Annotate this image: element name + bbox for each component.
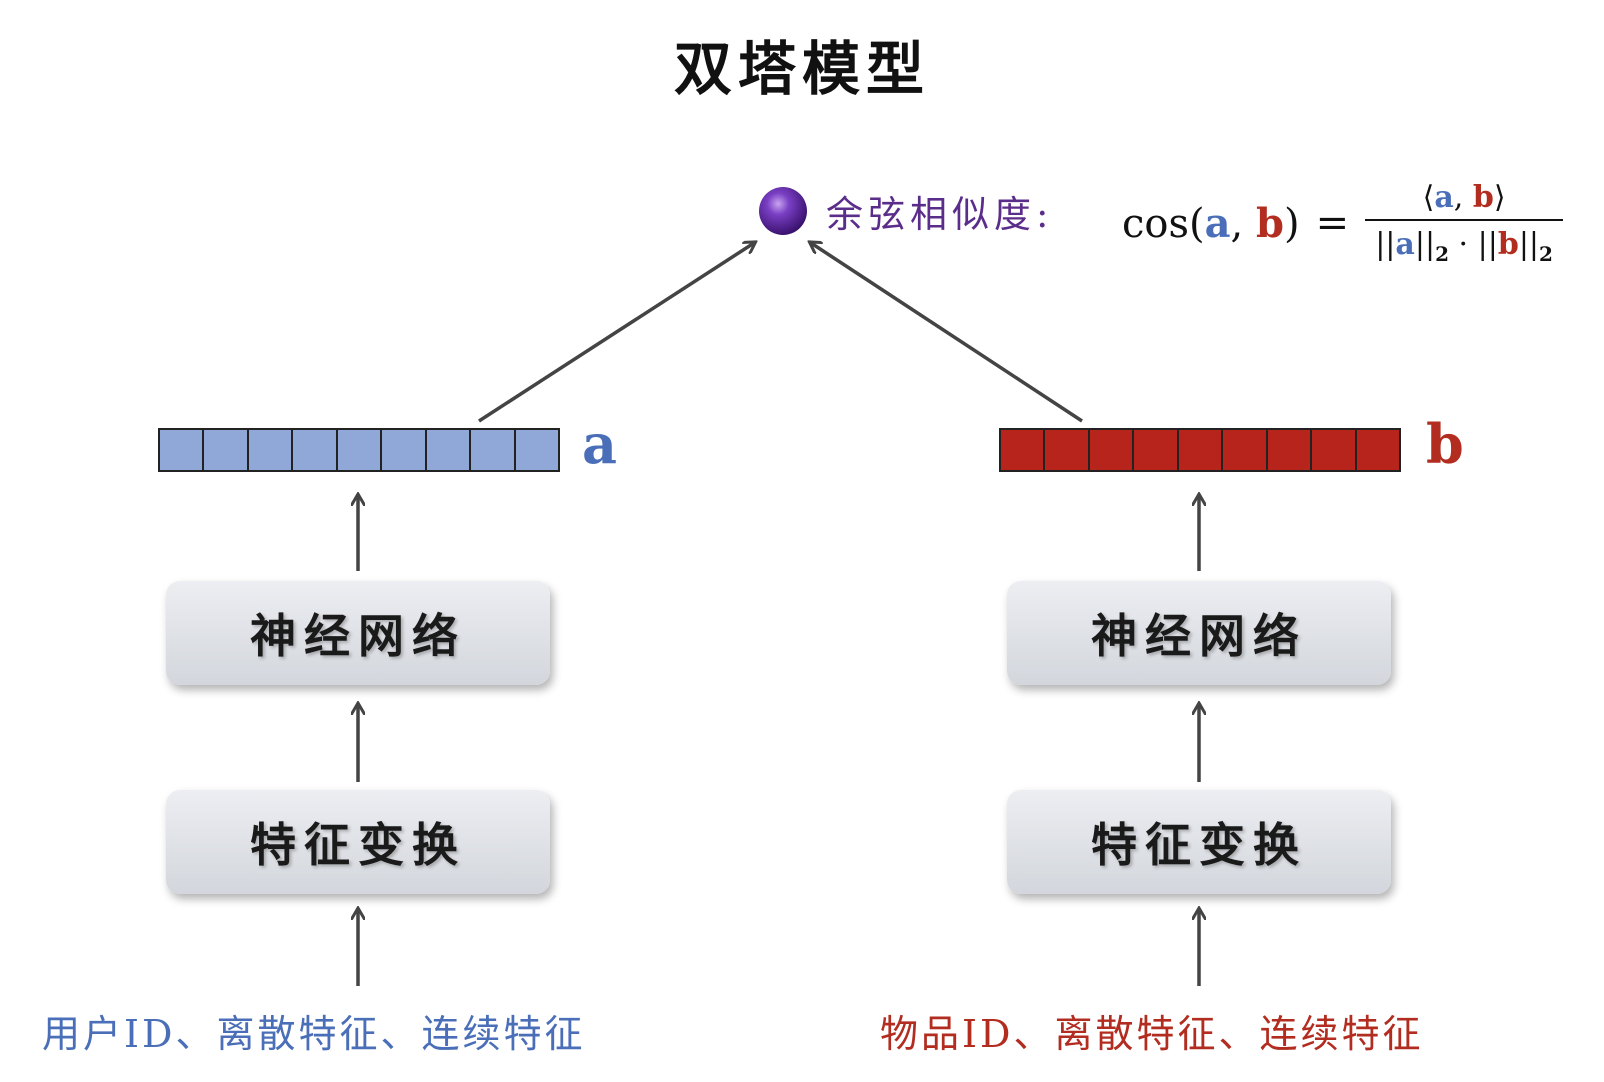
formula-numerator: ⟨a, b⟩ — [1417, 180, 1512, 219]
item-embedding-vector — [999, 428, 1401, 472]
item-vector-cell — [1267, 430, 1313, 470]
item-vector-cell — [1001, 430, 1046, 470]
formula-cos-prefix: cos( — [1122, 200, 1205, 247]
norm-a-open: || — [1375, 227, 1396, 262]
item-vector-cell — [1134, 430, 1179, 470]
formula-equals: = — [1315, 200, 1350, 246]
user-vector-cell — [426, 430, 472, 470]
arrow-b-to-similarity — [811, 243, 1083, 423]
user-embedding-vector — [158, 428, 560, 472]
vector-label-b: b — [1426, 412, 1464, 476]
numerator-close-bracket: ⟩ — [1493, 180, 1506, 215]
denominator-var-a: a — [1395, 227, 1415, 262]
numerator-var-b: b — [1472, 180, 1494, 215]
similarity-label: 余弦相似度: — [826, 193, 1054, 236]
item-vector-cell — [1178, 430, 1224, 470]
denominator-dot: · — [1449, 227, 1478, 262]
user-vector-cell — [293, 430, 338, 470]
numerator-open-bracket: ⟨ — [1422, 180, 1435, 215]
item-vector-cell — [1312, 430, 1357, 470]
item-vector-cell — [1045, 430, 1090, 470]
user-input-label: 用户ID、离散特征、连续特征 — [42, 1012, 586, 1056]
arrow-a-to-similarity — [478, 243, 754, 423]
formula-fraction: ⟨a, b⟩ ||a||2 · ||b||2 — [1365, 180, 1564, 266]
item-vector-cell — [1089, 430, 1135, 470]
similarity-node — [759, 187, 807, 235]
left-feature-transform-box: 特征变换 — [166, 790, 550, 894]
norm-b-open: || — [1477, 227, 1498, 262]
vector-label-a: a — [582, 412, 617, 476]
formula-lhs: cos(a, b) — [1122, 200, 1300, 247]
left-neural-network-box: 神经网络 — [166, 581, 550, 685]
right-neural-network-box: 神经网络 — [1007, 581, 1391, 685]
fraction-bar — [1365, 219, 1564, 221]
right-feature-transform-box: 特征变换 — [1007, 790, 1391, 894]
user-vector-cell — [471, 430, 516, 470]
numerator-sep: , — [1453, 180, 1473, 215]
user-vector-cell — [515, 430, 558, 470]
norm-b-close: || — [1518, 227, 1540, 262]
formula-close-paren: ) — [1283, 200, 1300, 247]
user-vector-cell — [160, 430, 205, 470]
numerator-var-a: a — [1434, 180, 1454, 215]
formula-var-a: a — [1204, 199, 1231, 247]
user-vector-cell — [337, 430, 383, 470]
user-vector-cell — [248, 430, 294, 470]
cosine-formula: cos(a, b) = ⟨a, b⟩ ||a||2 · ||b||2 — [1122, 180, 1564, 266]
item-input-label: 物品ID、离散特征、连续特征 — [880, 1012, 1424, 1056]
item-vector-cell — [1356, 430, 1399, 470]
formula-sep: , — [1230, 200, 1256, 247]
item-vector-cell — [1223, 430, 1268, 470]
user-vector-cell — [382, 430, 427, 470]
formula-var-b: b — [1255, 199, 1284, 247]
formula-denominator: ||a||2 · ||b||2 — [1375, 221, 1553, 266]
page-title: 双塔模型 — [673, 35, 930, 103]
denominator-var-b: b — [1497, 227, 1519, 262]
user-vector-cell — [204, 430, 249, 470]
norm-a-subscript: 2 — [1435, 242, 1449, 266]
norm-b-subscript: 2 — [1539, 242, 1553, 266]
norm-a-close: || — [1414, 227, 1436, 262]
